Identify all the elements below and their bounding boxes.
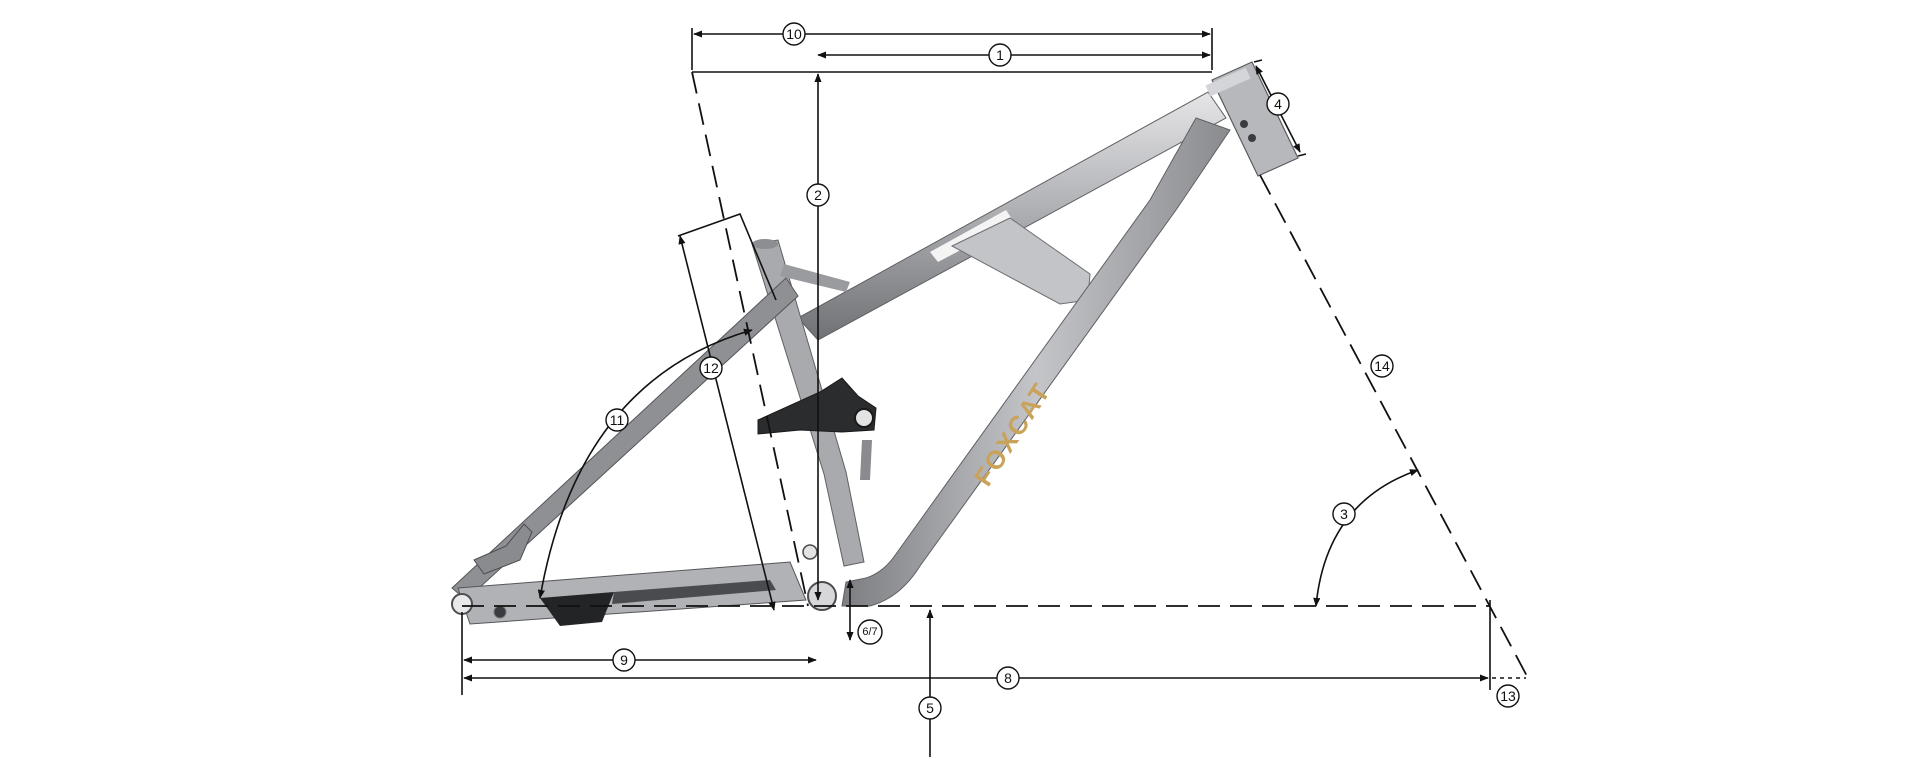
- svg-text:4: 4: [1274, 96, 1282, 112]
- dim-4-ext-top: [1253, 59, 1263, 63]
- callout-13: 13: [1496, 684, 1520, 708]
- svg-text:13: 13: [1500, 688, 1516, 704]
- bike-frame-illustration: FOXCAT: [451, 61, 1299, 626]
- dim-4-ext-bot: [1297, 153, 1307, 157]
- brake-mount: [473, 523, 533, 575]
- rear-axle: [451, 593, 473, 615]
- chainstay-guard: [540, 592, 614, 626]
- svg-text:6/7: 6/7: [862, 626, 877, 638]
- svg-text:2: 2: [814, 187, 822, 203]
- callout-4: 4: [1266, 92, 1290, 116]
- main-pivot: [802, 544, 818, 560]
- svg-text:12: 12: [703, 360, 719, 376]
- callout-14: 14: [1370, 354, 1394, 378]
- dim-3-arc: [1313, 469, 1419, 607]
- svg-text:10: 10: [786, 26, 802, 42]
- seat-tube-top: [752, 239, 778, 249]
- top-tube: [797, 91, 1227, 341]
- svg-text:14: 14: [1374, 358, 1390, 374]
- callout-9: 9: [612, 648, 636, 672]
- callout-labels: 10 1 2 4 14 12 11 3: [605, 22, 1520, 720]
- callout-8: 8: [996, 666, 1020, 690]
- shock-mount: [860, 440, 872, 480]
- callout-5: 5: [918, 696, 942, 720]
- callout-10: 10: [782, 22, 806, 46]
- rocker-pivot: [854, 408, 874, 428]
- callout-11: 11: [605, 408, 629, 432]
- svg-text:3: 3: [1340, 506, 1348, 522]
- dimension-lines: [461, 28, 1529, 757]
- cable-port-2: [1248, 134, 1256, 142]
- svg-text:11: 11: [610, 412, 625, 428]
- callout-1: 1: [988, 43, 1012, 67]
- callout-6-7: 6/7: [857, 619, 883, 645]
- callout-3: 3: [1332, 502, 1356, 526]
- pivot-bolt: [493, 605, 507, 619]
- svg-text:1: 1: [996, 47, 1004, 63]
- svg-text:5: 5: [926, 700, 934, 716]
- head-angle-dashed: [1259, 174, 1529, 679]
- callout-12: 12: [699, 356, 723, 380]
- svg-text:8: 8: [1004, 670, 1012, 686]
- callout-2: 2: [806, 183, 830, 207]
- svg-text:9: 9: [620, 652, 628, 668]
- cable-port-1: [1240, 120, 1248, 128]
- head-tube-cap: [1205, 67, 1251, 97]
